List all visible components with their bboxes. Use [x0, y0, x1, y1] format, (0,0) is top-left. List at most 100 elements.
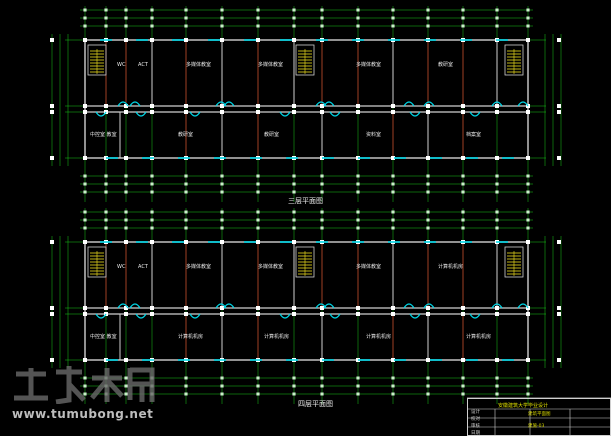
column	[320, 110, 324, 114]
door-swing	[423, 303, 435, 309]
column	[83, 104, 87, 108]
column	[356, 312, 360, 316]
side-dimension-tick	[557, 156, 561, 160]
column	[426, 156, 430, 160]
floor-plan-3	[50, 6, 562, 202]
column	[83, 156, 87, 160]
floor-plan-caption-4: 四层平面图	[298, 400, 333, 408]
column	[426, 312, 430, 316]
column	[104, 306, 108, 310]
door-swing	[189, 111, 201, 117]
column	[426, 306, 430, 310]
column	[220, 240, 224, 244]
door-swing	[323, 101, 335, 107]
column	[292, 240, 296, 244]
stair-outline	[295, 246, 315, 278]
stair	[295, 246, 315, 278]
column	[526, 240, 530, 244]
column	[184, 104, 188, 108]
title-block-row-1: 设计	[471, 410, 480, 415]
side-dimension-tick	[50, 110, 54, 114]
column	[220, 312, 224, 316]
door-swing	[279, 313, 291, 319]
side-dimension-tick	[50, 156, 54, 160]
side-dimension-tick	[50, 312, 54, 316]
column	[461, 312, 465, 316]
column	[184, 110, 188, 114]
column	[461, 306, 465, 310]
column	[526, 312, 530, 316]
column	[124, 312, 128, 316]
column	[256, 240, 260, 244]
column	[426, 358, 430, 362]
door-swing	[469, 313, 481, 319]
column	[292, 306, 296, 310]
room-label-south: 计算机机房	[178, 334, 204, 340]
side-dimension-tick	[557, 110, 561, 114]
door-swing	[403, 303, 415, 309]
column	[83, 110, 87, 114]
room-label-north: 多媒体教室	[186, 264, 212, 270]
room-label-north: 多媒体教室	[258, 62, 284, 68]
door-swing	[517, 303, 529, 309]
column	[256, 110, 260, 114]
stair-outline	[504, 246, 524, 278]
column	[391, 306, 395, 310]
room-label-north: 多媒体教室	[258, 264, 284, 270]
column	[526, 156, 530, 160]
room-label-north: 多媒体教室	[356, 264, 382, 270]
column	[124, 306, 128, 310]
stair-outline	[87, 246, 107, 278]
title-block-drawing-no: 建施-03	[528, 424, 545, 429]
room-label-north: ACT	[138, 264, 148, 270]
door-swing	[95, 111, 107, 117]
column	[256, 306, 260, 310]
door-swing	[323, 303, 335, 309]
column	[220, 306, 224, 310]
room-label-north: 多媒体教室	[356, 62, 382, 68]
column	[356, 104, 360, 108]
column	[461, 104, 465, 108]
column	[495, 312, 499, 316]
column	[292, 110, 296, 114]
door-swing	[95, 313, 107, 319]
column	[391, 312, 395, 316]
column	[150, 104, 154, 108]
title-block-row-4: 日期	[471, 431, 480, 436]
door-swing	[223, 101, 235, 107]
column	[83, 240, 87, 244]
column	[461, 156, 465, 160]
column	[292, 104, 296, 108]
column	[320, 312, 324, 316]
door-swing	[409, 313, 421, 319]
door-swing	[129, 101, 141, 107]
column	[124, 240, 128, 244]
side-dimension-tick	[50, 306, 54, 310]
door-swing	[117, 101, 129, 107]
door-swing	[135, 111, 147, 117]
door-swing	[409, 111, 421, 117]
tumubang-logo-watermark	[14, 366, 155, 404]
title-block-row-3: 审核	[471, 424, 480, 429]
column	[184, 312, 188, 316]
column	[495, 358, 499, 362]
column	[83, 38, 87, 42]
column	[256, 312, 260, 316]
room-label-north: 多媒体教室	[186, 62, 212, 68]
column	[426, 110, 430, 114]
stair-outline	[87, 44, 107, 76]
column	[150, 110, 154, 114]
column	[292, 38, 296, 42]
exterior-wall	[84, 241, 529, 361]
room-label-south: 档案室	[466, 132, 482, 138]
door-swing	[135, 313, 147, 319]
column	[83, 306, 87, 310]
floor-plan-4	[50, 208, 562, 404]
column	[320, 104, 324, 108]
column	[83, 358, 87, 362]
room-label-south: 计算机机房	[366, 334, 392, 340]
column	[256, 104, 260, 108]
door-swing	[403, 101, 415, 107]
column	[184, 240, 188, 244]
